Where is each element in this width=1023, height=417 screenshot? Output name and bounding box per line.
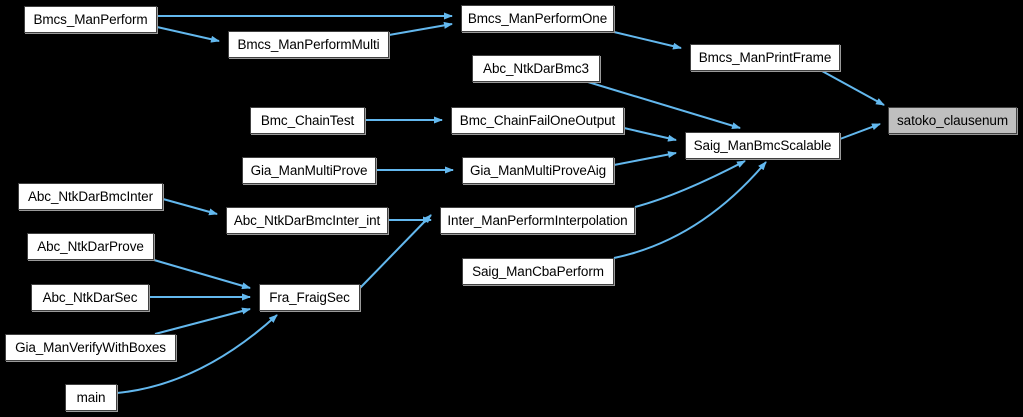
graph-node-label: main <box>76 389 106 405</box>
graph-node-label: Bmc_ChainTest <box>260 112 355 128</box>
graph-node-gia_manmultiprove[interactable]: Gia_ManMultiProve <box>242 157 376 184</box>
graph-node-main[interactable]: main <box>65 384 117 411</box>
graph-node-bmcs_manperformmulti[interactable]: Bmcs_ManPerformMulti <box>228 31 389 58</box>
graph-node-gia_manverifywithboxes[interactable]: Gia_ManVerifyWithBoxes <box>5 334 176 361</box>
graph-node-label: Abc_NtkDarBmcInter_int <box>233 212 381 228</box>
graph-node-abc_ntkdarbmcinter[interactable]: Abc_NtkDarBmcInter <box>18 183 163 210</box>
graph-node-abc_ntkdarsec[interactable]: Abc_NtkDarSec <box>31 284 149 311</box>
graph-node-label: Abc_NtkDarSec <box>42 289 138 305</box>
graph-node-satoko_clausenum[interactable]: satoko_clausenum <box>888 107 1017 134</box>
graph-node-label: Bmc_ChainFailOneOutput <box>459 112 616 128</box>
graph-node-label: Fra_FraigSec <box>269 289 350 305</box>
graph-node-label: Abc_NtkDarProve <box>37 238 144 254</box>
graph-node-gia_manmultiproveaig[interactable]: Gia_ManMultiProveAig <box>462 157 614 184</box>
graph-node-label: Gia_ManVerifyWithBoxes <box>15 339 166 355</box>
graph-node-label: Bmcs_ManPerformOne <box>467 10 608 26</box>
graph-node-inter_manperforminterp[interactable]: Inter_ManPerformInterpolation <box>440 207 635 234</box>
graph-node-label: Bmcs_ManPrintFrame <box>698 49 832 65</box>
graph-node-fra_fraigsec[interactable]: Fra_FraigSec <box>259 284 360 311</box>
graph-node-label: Abc_NtkDarBmcInter <box>28 188 153 204</box>
graph-node-bmcs_manprintframe[interactable]: Bmcs_ManPrintFrame <box>690 44 840 71</box>
graph-node-label: Saig_ManBmcScalable <box>693 137 832 153</box>
graph-node-label: Abc_NtkDarBmc3 <box>483 60 589 76</box>
graph-node-bmcs_manperform[interactable]: Bmcs_ManPerform <box>24 6 157 33</box>
graph-node-label: Bmcs_ManPerformMulti <box>237 36 380 52</box>
graph-node-saig_manbmcscalable[interactable]: Saig_ManBmcScalable <box>685 132 840 159</box>
graph-node-saig_mancbaperform[interactable]: Saig_ManCbaPerform <box>462 258 614 285</box>
graph-node-label: Bmcs_ManPerform <box>33 11 148 27</box>
graph-node-bmcs_manperformone[interactable]: Bmcs_ManPerformOne <box>461 5 614 32</box>
graph-node-bmc_chainfailoneoutput[interactable]: Bmc_ChainFailOneOutput <box>451 107 624 134</box>
graph-node-label: Gia_ManMultiProve <box>250 162 368 178</box>
graph-node-label: Saig_ManCbaPerform <box>472 263 604 279</box>
graph-node-abc_ntkdarbmcinter_int[interactable]: Abc_NtkDarBmcInter_int <box>226 207 388 234</box>
graph-node-bmc_chaintest[interactable]: Bmc_ChainTest <box>250 107 365 134</box>
graph-node-abc_ntkdarprove[interactable]: Abc_NtkDarProve <box>27 233 154 260</box>
graph-node-label: Gia_ManMultiProveAig <box>469 162 607 178</box>
graph-node-label: satoko_clausenum <box>897 112 1008 128</box>
graph-node-abc_ntkdarbmc3[interactable]: Abc_NtkDarBmc3 <box>472 55 600 82</box>
graph-node-label: Inter_ManPerformInterpolation <box>447 212 628 228</box>
